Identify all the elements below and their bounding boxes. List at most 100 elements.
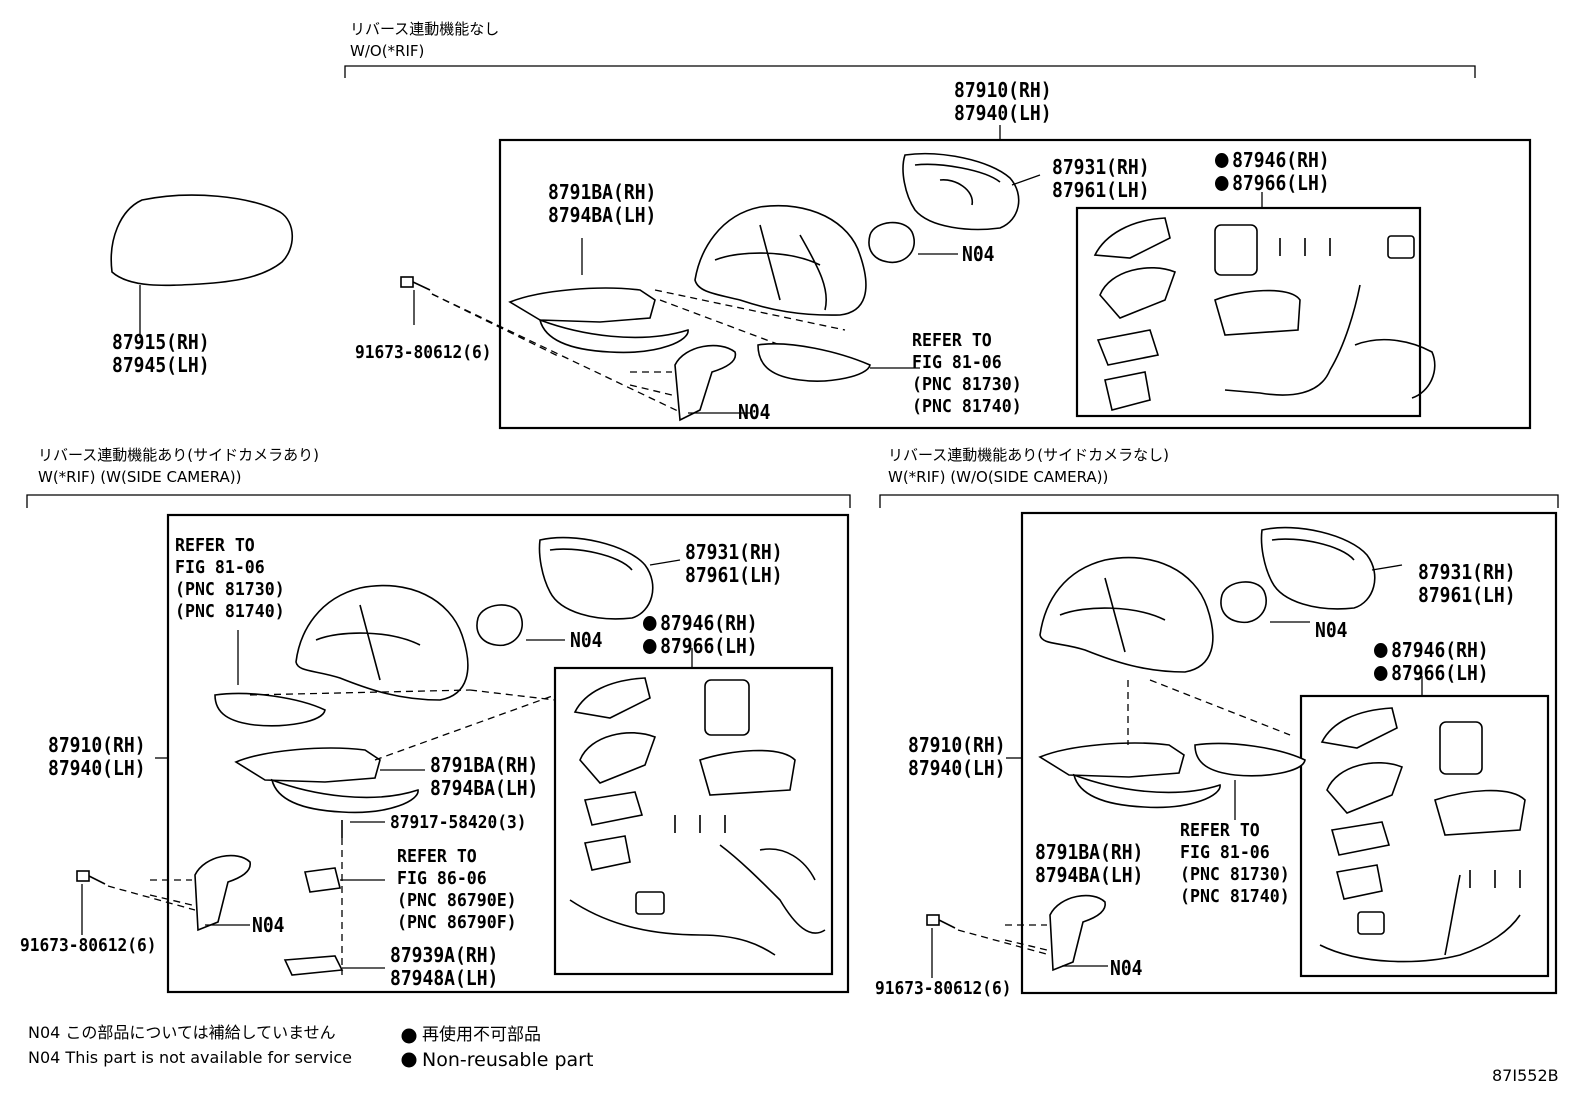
mirror-housing-top bbox=[694, 205, 867, 316]
refer-lamp-br-2: FIG 81-06 bbox=[1180, 842, 1270, 863]
section-br-title-jp: リバース連動機能あり(サイドカメラなし) bbox=[888, 446, 1169, 464]
refer-lamp-top-2: FIG 81-06 bbox=[912, 352, 1002, 373]
box-bl-kit bbox=[553, 666, 834, 976]
kit-bl-lh: 87966(LH) bbox=[643, 636, 758, 656]
bolt-top bbox=[400, 276, 431, 325]
bracket-top-lh: 8794BA(LH) bbox=[548, 203, 657, 227]
bracket-top-rh: 8791BA(RH) bbox=[548, 180, 657, 204]
kit-br-rh: 87946(RH) bbox=[1374, 640, 1489, 660]
refer-lamp-br-4: (PNC 81740) bbox=[1180, 886, 1290, 907]
refer-lamp-bl-1: REFER TO bbox=[175, 535, 255, 556]
box-br-kit bbox=[1299, 694, 1550, 978]
mirror-br-rh: 87931(RH) bbox=[1418, 560, 1516, 584]
n04-bl-cover: N04 bbox=[252, 913, 285, 937]
legend-nonreuse-jp: 再使用不可部品 bbox=[422, 1025, 541, 1045]
lower-cover-bl bbox=[194, 854, 251, 932]
refer-camera-2: FIG 86-06 bbox=[397, 868, 487, 889]
bracket-br-lh: 8794BA(LH) bbox=[1035, 863, 1144, 887]
refer-lamp-top-1: REFER TO bbox=[912, 330, 992, 351]
non-reusable-icon bbox=[1215, 153, 1229, 168]
figure-id: 87I552B bbox=[1492, 1066, 1559, 1085]
camera-cover-bl bbox=[283, 955, 344, 976]
kit-bl-rh: 87946(RH) bbox=[643, 613, 758, 633]
n04-bl-actuator: N04 bbox=[570, 628, 603, 652]
actuator-bl bbox=[476, 604, 523, 647]
camera-cover-bl-lh: 87948A(LH) bbox=[390, 966, 499, 990]
n04-br-cover: N04 bbox=[1110, 956, 1143, 980]
bolt-top: 91673-80612(6) bbox=[355, 342, 492, 363]
turn-lamp-bl bbox=[214, 692, 326, 727]
n04-top-cover: N04 bbox=[738, 400, 771, 424]
legend-nonreuse-en: Non-reusable part bbox=[422, 1049, 594, 1071]
screw-bl: 87917-58420(3) bbox=[390, 812, 527, 833]
assy-bl-lh: 87940(LH) bbox=[48, 756, 146, 780]
camera-cover-bl-rh: 87939A(RH) bbox=[390, 943, 499, 967]
side-camera-bl bbox=[304, 867, 341, 893]
bracket-br-rh: 8791BA(RH) bbox=[1035, 840, 1144, 864]
assy-top-rh: 87910(RH) bbox=[954, 78, 1052, 102]
mirror-glass-bl bbox=[538, 536, 654, 620]
section-top-title-en: W/O(*RIF) bbox=[350, 42, 425, 60]
mirror-glass-top bbox=[902, 152, 1020, 231]
mirror-cover-shape bbox=[110, 194, 293, 287]
bolt-br: 91673-80612(6) bbox=[875, 978, 1012, 999]
legend-n04-en: N04 This part is not available for servi… bbox=[28, 1048, 352, 1067]
kit-top-lh: 87966(LH) bbox=[1215, 173, 1330, 193]
bracket-top bbox=[344, 65, 1476, 78]
assy-bl-rh: 87910(RH) bbox=[48, 733, 146, 757]
mirror-glass-br bbox=[1260, 526, 1376, 610]
assy-br-rh: 87910(RH) bbox=[908, 733, 1006, 757]
bolt-bl: 91673-80612(6) bbox=[20, 935, 157, 956]
mirror-br-lh: 87961(LH) bbox=[1418, 583, 1516, 607]
section-bl-title-en: W(*RIF) (W(SIDE CAMERA)) bbox=[38, 468, 242, 486]
assy-top-lh: 87940(LH) bbox=[954, 101, 1052, 125]
legend-n04-jp: N04 この部品については補給していません bbox=[28, 1023, 336, 1042]
non-reusable-icon bbox=[1374, 666, 1388, 681]
refer-lamp-bl-3: (PNC 81730) bbox=[175, 579, 285, 600]
box-bl-assy bbox=[166, 513, 850, 994]
non-reusable-icon bbox=[1215, 176, 1229, 191]
kit-top-parts bbox=[1093, 217, 1436, 411]
box-br-assy bbox=[1020, 511, 1558, 995]
kit-top-rh: 87946(RH) bbox=[1215, 150, 1330, 170]
lower-cover-top bbox=[674, 344, 737, 422]
turn-lamp-br bbox=[1194, 742, 1306, 777]
n04-top-actuator: N04 bbox=[962, 242, 995, 266]
bracket-bottom-right bbox=[879, 494, 1559, 508]
mirror-bracket-top bbox=[508, 287, 656, 323]
box-top-kit bbox=[1075, 206, 1422, 418]
box-top-assy bbox=[498, 138, 1532, 430]
section-bl-title-jp: リバース連動機能あり(サイドカメラあり) bbox=[38, 446, 319, 464]
non-reusable-icon bbox=[643, 639, 657, 654]
actuator-top bbox=[868, 221, 915, 264]
kit-bl-parts bbox=[569, 677, 826, 956]
n04-br-actuator: N04 bbox=[1315, 618, 1348, 642]
bracket-bl-rh: 8791BA(RH) bbox=[430, 753, 539, 777]
refer-lamp-top-4: (PNC 81740) bbox=[912, 396, 1022, 417]
refer-lamp-bl-2: FIG 81-06 bbox=[175, 557, 265, 578]
mirror-housing-bl bbox=[295, 584, 469, 701]
section-top-title-jp: リバース連動機能なし bbox=[350, 20, 500, 38]
refer-camera-4: (PNC 86790F) bbox=[397, 912, 517, 933]
bracket-bl-lh: 8794BA(LH) bbox=[430, 776, 539, 800]
lower-cover-br bbox=[1049, 894, 1106, 972]
turn-lamp-top bbox=[757, 343, 871, 382]
mirror-bl-lh: 87961(LH) bbox=[685, 563, 783, 587]
mirror-top-rh: 87931(RH) bbox=[1052, 155, 1150, 179]
refer-lamp-br-3: (PNC 81730) bbox=[1180, 864, 1290, 885]
refer-camera-1: REFER TO bbox=[397, 846, 477, 867]
mirror-housing-br bbox=[1039, 556, 1214, 673]
refer-lamp-bl-4: (PNC 81740) bbox=[175, 601, 285, 622]
refer-lamp-top-3: (PNC 81730) bbox=[912, 374, 1022, 395]
section-br-title-en: W(*RIF) (W/O(SIDE CAMERA)) bbox=[888, 468, 1109, 486]
mirror-bracket-bl bbox=[234, 747, 381, 783]
cover-part-rh: 87915(RH) bbox=[112, 330, 210, 354]
bracket-bottom-left bbox=[26, 494, 851, 508]
refer-lamp-br-1: REFER TO bbox=[1180, 820, 1260, 841]
kit-br-parts bbox=[1319, 707, 1526, 963]
cover-part-lh: 87945(LH) bbox=[112, 353, 210, 377]
non-reusable-icon bbox=[643, 616, 657, 631]
kit-br-lh: 87966(LH) bbox=[1374, 663, 1489, 683]
actuator-br bbox=[1220, 581, 1267, 624]
